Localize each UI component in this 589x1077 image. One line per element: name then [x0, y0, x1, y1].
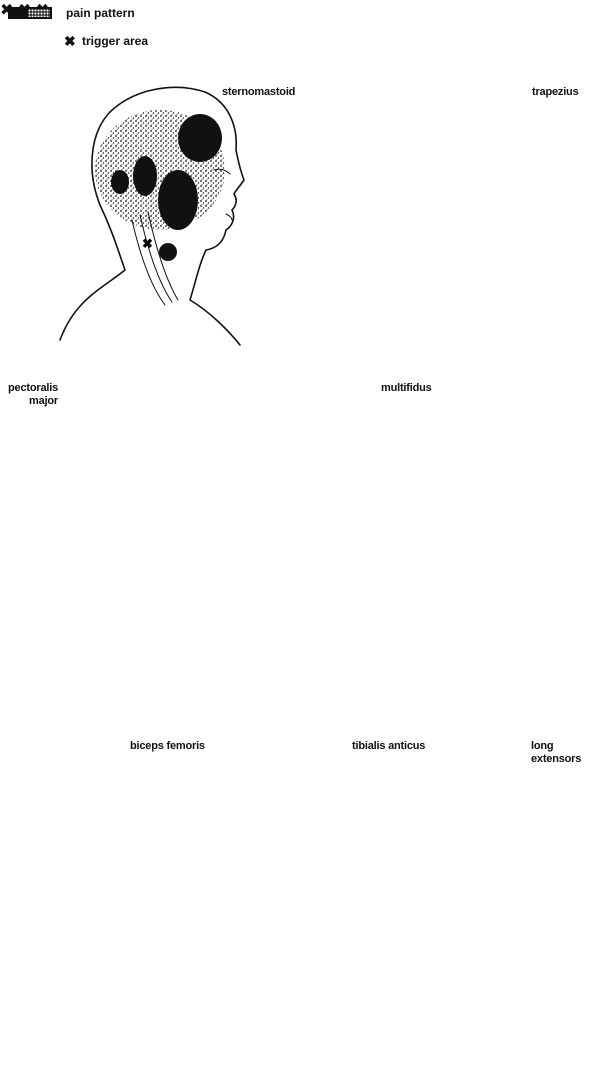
tibialis-anticus-label: tibialis anticus: [352, 740, 425, 753]
sternomastoid-figure: ✖: [60, 87, 244, 345]
trapezius-label: trapezius: [532, 86, 579, 99]
biceps-femoris-label: biceps femoris: [130, 740, 205, 753]
sternomastoid-trigger-icon: ✖: [142, 236, 153, 251]
sternomastoid-label: sternomastoid: [222, 86, 295, 99]
multifidus-label: multifidus: [381, 382, 432, 395]
long-extensors-label: long extensors: [531, 740, 581, 766]
pectoralis-major-label: pectoralis major: [4, 382, 58, 408]
